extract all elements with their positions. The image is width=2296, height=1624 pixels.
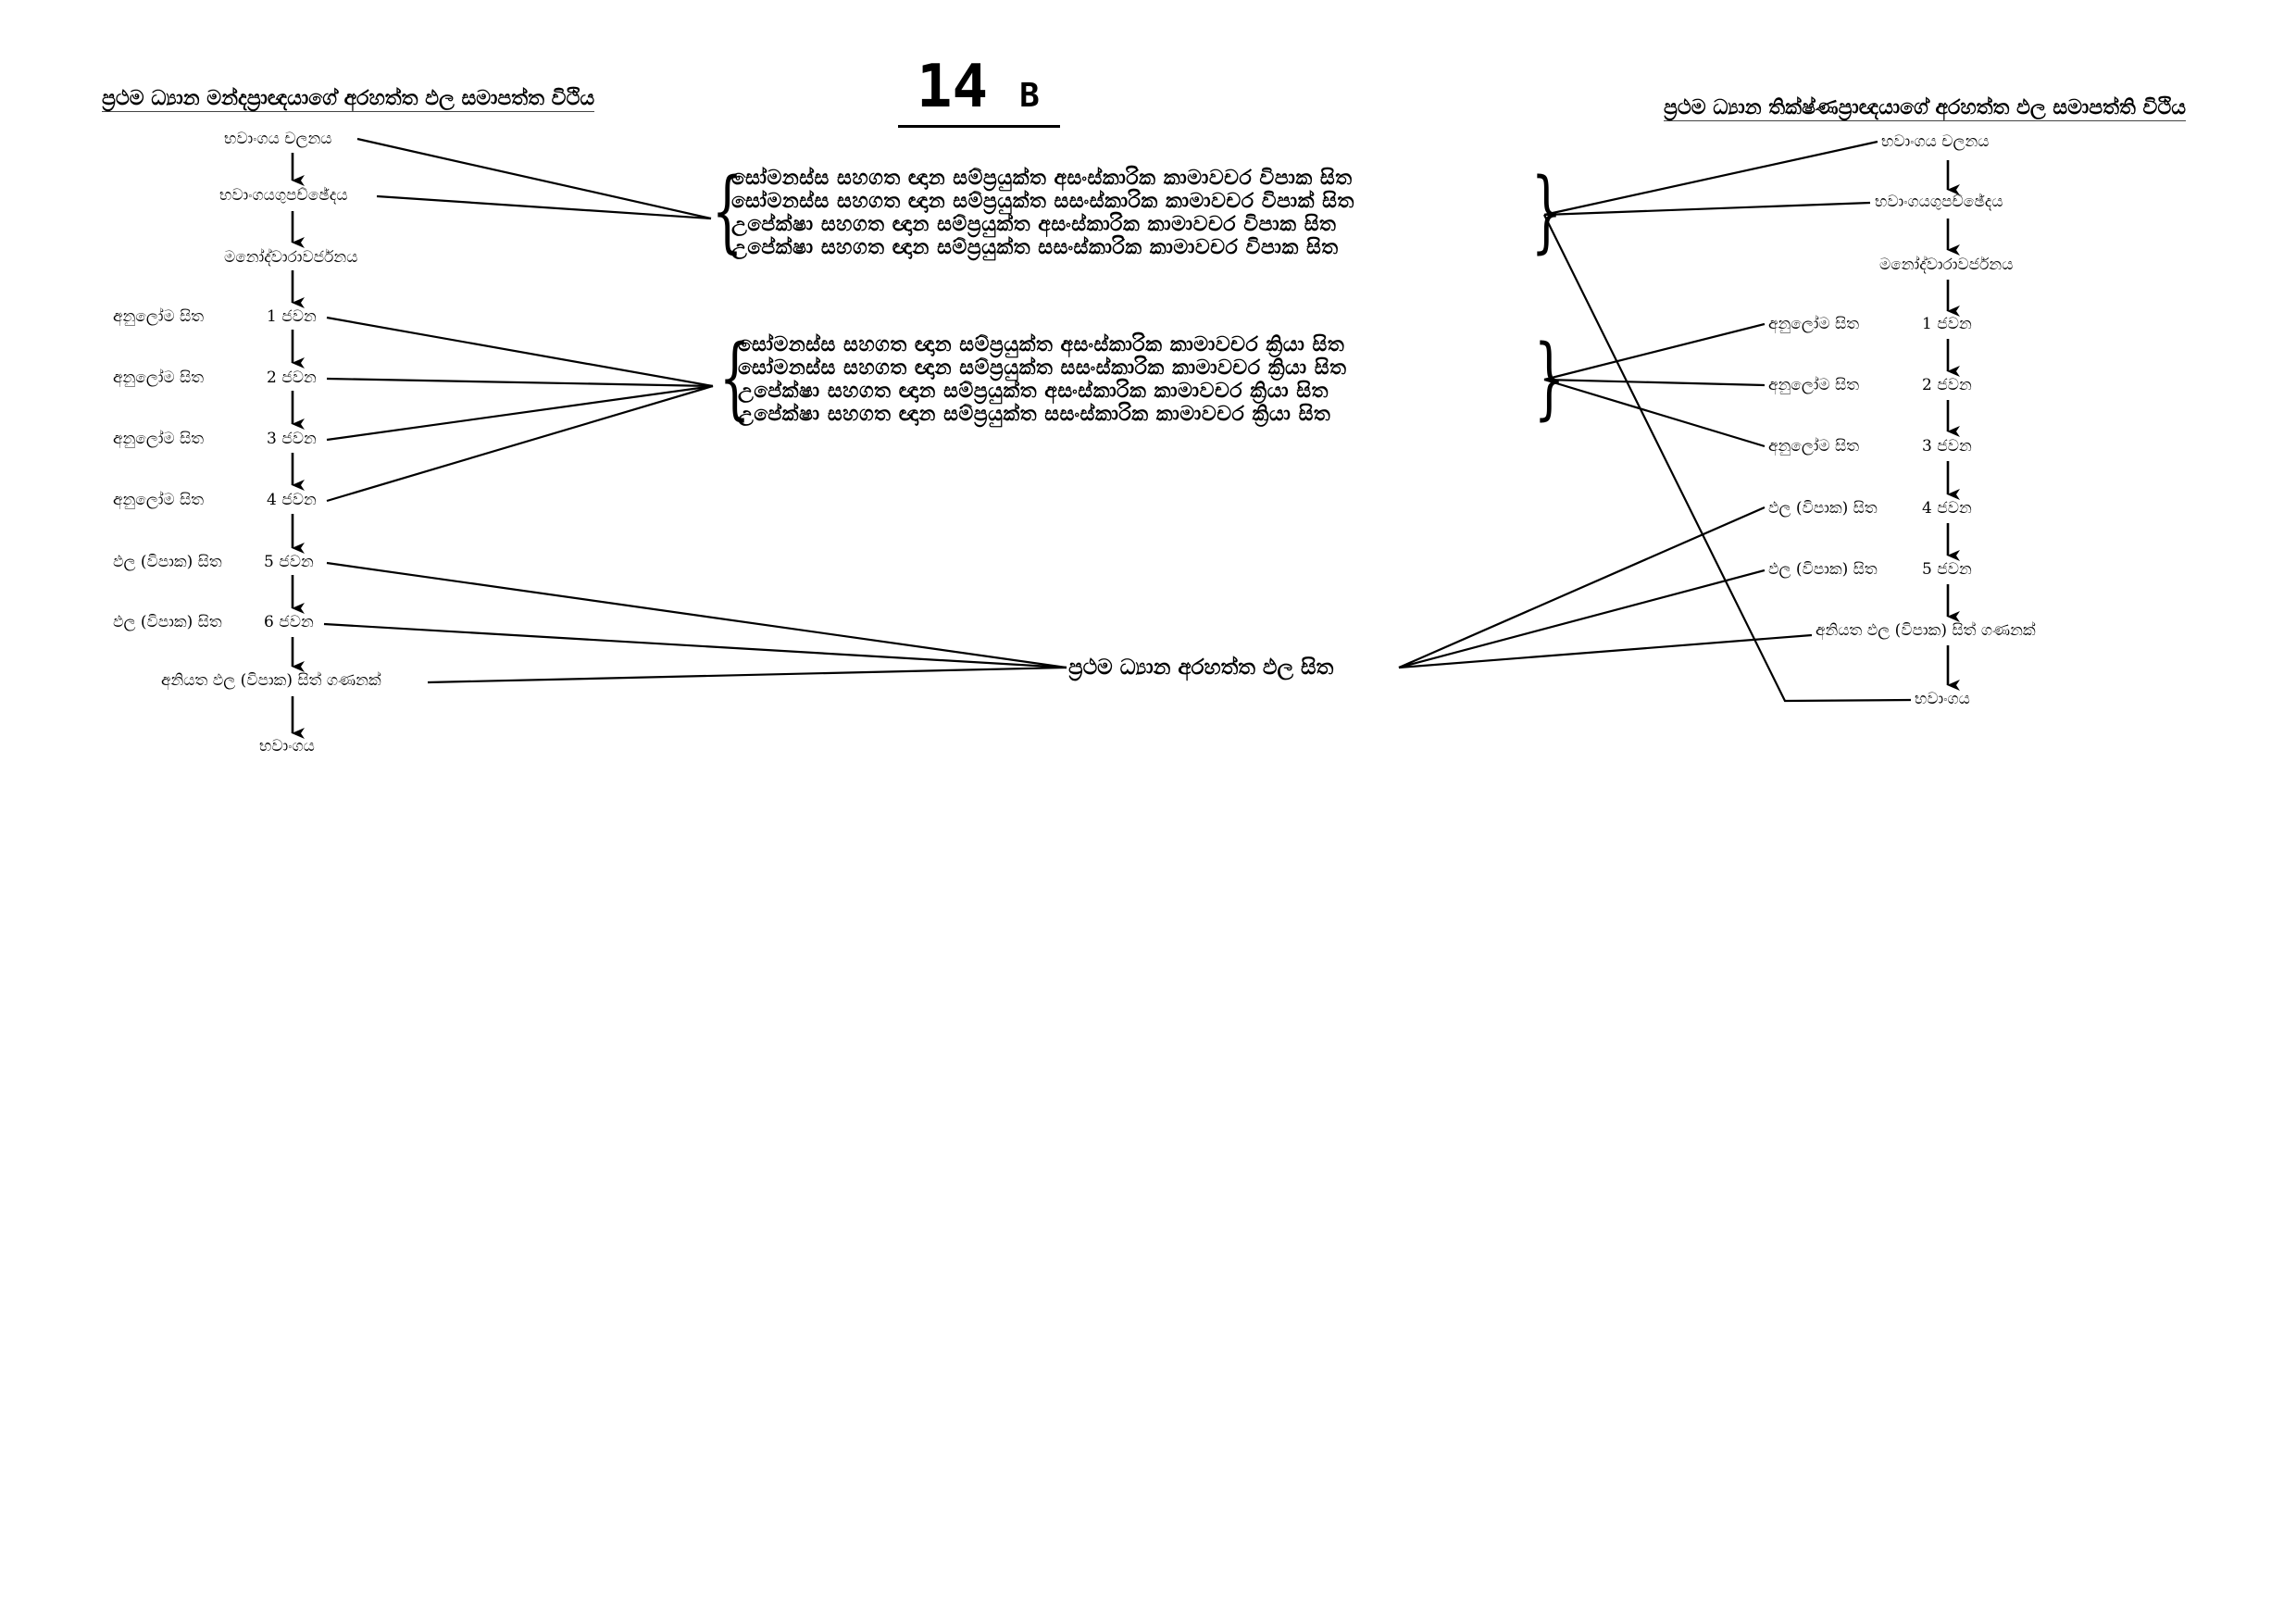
- right-flow-title: ප්‍රථම ධ්‍යාන තික්ෂ්ණප්‍රාඥයාගේ අරහත්ත ඵ…: [1664, 96, 2187, 121]
- vipaka-group-line-3: උපේක්ෂා සහගත ඥාන සම්ප්‍රයුක්ත අසංස්කාරික…: [731, 213, 1337, 236]
- right-node-javana-3: 3 ජවන: [1922, 437, 1972, 456]
- left-node-prefix-anuloma-1: අනුලෝම සිත: [113, 307, 205, 326]
- right-node-prefix-anuloma-1: අනුලෝම සිත: [1768, 315, 1860, 333]
- right-node-javana-1: 1 ජවන: [1922, 315, 1972, 333]
- connector-kriya-to-right-anuloma2: [1543, 378, 1766, 387]
- left-node-aniyata-phala: අනියත ඵල (විපාක) සිත් ගණනක්: [161, 671, 381, 690]
- right-node-bhavangupaccheda: භවාංගයගුපච්ඡේදය: [1875, 193, 2003, 211]
- connector-center-to-right-aniyata: [1398, 633, 1813, 669]
- right-node-prefix-phala-5: ඵල (විපාක) සිත: [1768, 560, 1878, 579]
- left-node-javana-6: 6 ජවන: [264, 613, 314, 631]
- left-node-prefix-anuloma-3: අනුලෝම සිත: [113, 430, 205, 448]
- kriya-group-left-brace: {: [718, 326, 751, 430]
- connector-vipaka-to-right-upaccheda: [1543, 201, 1871, 217]
- connector-left-upaccheda-to-vipaka: [376, 194, 712, 220]
- connector-left-aniyata-to-center: [427, 666, 1067, 684]
- left-flow-title: ප්‍රථම ධ්‍යාන මන්දප්‍රාඥයාගේ අරහත්ත ඵල ස…: [102, 87, 595, 112]
- left-node-prefix-phala-6: ඵල (විපාක) සිත: [113, 613, 222, 631]
- left-node-bhavanga-chalana: භවාංගය චලනය: [224, 130, 332, 148]
- left-node-javana-3: 3 ජවන: [267, 430, 317, 448]
- kriya-group-line-4: උපේක්ෂා සහගත ඥාන සම්ප්‍රයුක්ත සසංස්කාරික…: [738, 403, 1331, 426]
- right-node-javana-5: 5 ජවන: [1922, 560, 1972, 579]
- kriya-group-line-2: සෝමනස්ස සහගත ඥාන සම්ප්‍රයුක්ත සසංස්කාරික…: [738, 356, 1347, 380]
- connector-left-javana1-to-kriya: [326, 316, 714, 388]
- connector-center-to-right-phala4: [1398, 506, 1766, 669]
- left-node-bhavangupaccheda: භවාංගයගුපච්ඡේදය: [219, 186, 348, 205]
- kriya-group-line-3: උපේක්ෂා සහගත ඥාන සම්ප්‍රයුක්ත අසංස්කාරික…: [738, 380, 1329, 403]
- right-node-javana-2: 2 ජවන: [1922, 376, 1972, 394]
- right-node-prefix-anuloma-3: අනුලෝම සිත: [1768, 437, 1860, 456]
- vipaka-group-left-brace: {: [711, 159, 743, 263]
- right-node-prefix-phala-4: ඵල (විපාක) සිත: [1768, 499, 1878, 518]
- connector-left-javana2-to-kriya: [326, 377, 714, 388]
- left-node-prefix-anuloma-2: අනුලෝම සිත: [113, 369, 205, 387]
- right-node-bhavanga: භවාංගය: [1915, 690, 1970, 708]
- right-node-aniyata-phala: අනියත ඵල (විපාක) සිත් ගණනක්: [1816, 621, 2036, 640]
- connector-vipaka-to-right-bhavanga: [1543, 214, 1912, 703]
- right-node-manodvaravajjana: මනෝද්වාරාවර්ජනය: [1879, 256, 2014, 274]
- connector-vipaka-to-right-chalana: [1543, 140, 1878, 217]
- page-number-underline: [898, 125, 1060, 128]
- connector-kriya-to-right-anuloma3: [1543, 378, 1766, 448]
- vipaka-group-line-2: සෝමනස්ස සහගත ඥාන සම්ප්‍රයුක්ත සසංස්කාරික…: [731, 190, 1354, 213]
- left-node-javana-2: 2 ජවන: [267, 369, 317, 387]
- connector-left-javana3-to-kriya: [326, 384, 714, 442]
- vipaka-group-line-1: සෝමනස්ස සහගත ඥාන සම්ප්‍රයුක්ත අසංස්කාරික…: [731, 167, 1353, 190]
- right-node-prefix-anuloma-2: අනුලෝම සිත: [1768, 376, 1860, 394]
- vipaka-group-line-4: උපේක්ෂා සහගත ඥාන සම්ප්‍රයුක්ත සසංස්කාරික…: [731, 236, 1339, 259]
- left-node-prefix-phala-5: ඵල (විපාක) සිත: [113, 553, 222, 571]
- left-node-manodvaravajjana: මනෝද්වාරාවර්ජනය: [224, 248, 358, 267]
- kriya-group-line-1: සෝමනස්ස සහගත ඥාන සම්ප්‍රයුක්ත අසංස්කාරික…: [738, 333, 1345, 356]
- right-node-javana-4: 4 ජවන: [1922, 499, 1972, 518]
- center-label-arahatta-phala: ප්‍රථම ධ්‍යාන අරහත්ත ඵල සිත: [1068, 656, 1334, 680]
- connector-left-javana5-to-center: [326, 561, 1067, 669]
- connector-kriya-to-right-anuloma1: [1543, 322, 1766, 381]
- left-node-prefix-anuloma-4: අනුලෝම සිත: [113, 491, 205, 509]
- left-node-bhavanga: භවාංගය: [259, 737, 315, 756]
- page-number-main: 14: [917, 53, 989, 121]
- connector-center-to-right-phala5: [1398, 568, 1766, 669]
- left-node-javana-5: 5 ජවන: [264, 553, 314, 571]
- left-node-javana-1: 1 ජවන: [267, 307, 317, 326]
- connector-left-chalana-to-vipaka: [356, 137, 712, 220]
- right-node-bhavanga-chalana: භවාංගය චලනය: [1881, 132, 1990, 151]
- left-node-javana-4: 4 ජවන: [267, 491, 317, 509]
- vipaka-group-right-brace: }: [1530, 159, 1563, 263]
- connector-left-javana4-to-kriya: [326, 384, 714, 503]
- kriya-group-right-brace: }: [1533, 326, 1566, 430]
- page-number-suffix: B: [1019, 77, 1040, 115]
- connector-left-javana6-to-center: [323, 622, 1067, 669]
